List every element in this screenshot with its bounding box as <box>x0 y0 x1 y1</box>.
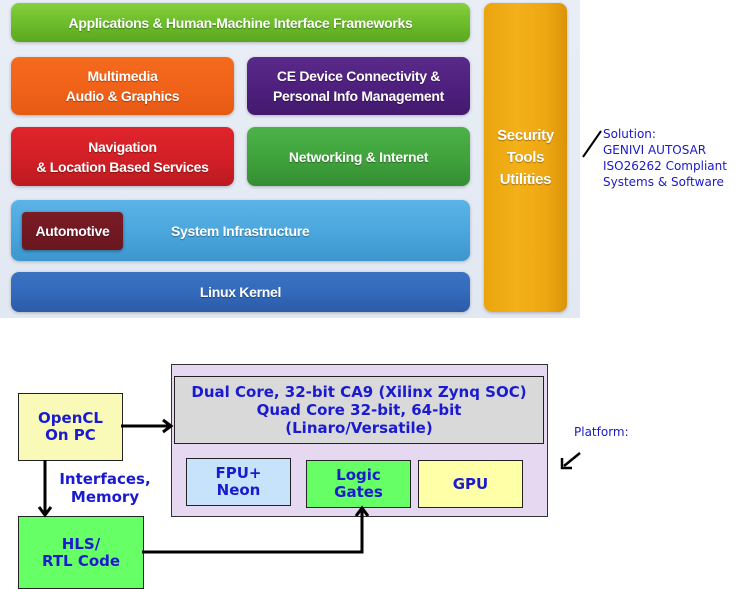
hls-rtl-block: HLS/ RTL Code <box>18 516 144 589</box>
system-infrastructure-label: System Infrastructure <box>171 222 310 239</box>
opencl-block: OpenCL On PC <box>18 393 123 461</box>
opencl-to-cpu-arrow <box>121 418 174 434</box>
interfaces-memory-label: Interfaces, Memory <box>59 470 151 506</box>
logic-gates-block: Logic Gates <box>306 460 411 508</box>
linux-kernel-layer: Linux Kernel <box>11 272 470 312</box>
multimedia-layer: Multimedia Audio & Graphics <box>11 57 234 115</box>
security-tools-utilities-column: Security Tools Utilities <box>484 3 567 312</box>
platform-note: Platform: <box>574 425 629 439</box>
cpu-block: Dual Core, 32-bit CA9 (Xilinx Zynq SOC) … <box>174 376 544 444</box>
solution-pointer-line <box>582 130 602 158</box>
fpu-neon-block: FPU+ Neon <box>186 458 291 506</box>
navigation-layer: Navigation & Location Based Services <box>11 127 234 186</box>
solution-note: Solution: GENIVI AUTOSAR ISO26262 Compli… <box>603 127 727 189</box>
ce-device-connectivity-layer: CE Device Connectivity & Personal Info M… <box>247 57 470 115</box>
platform-arrow-icon <box>560 452 581 470</box>
networking-layer: Networking & Internet <box>247 127 470 186</box>
applications-hmi-layer: Applications & Human-Machine Interface F… <box>11 3 470 42</box>
automotive-block: Automotive <box>22 212 123 250</box>
gpu-block: GPU <box>418 460 523 508</box>
